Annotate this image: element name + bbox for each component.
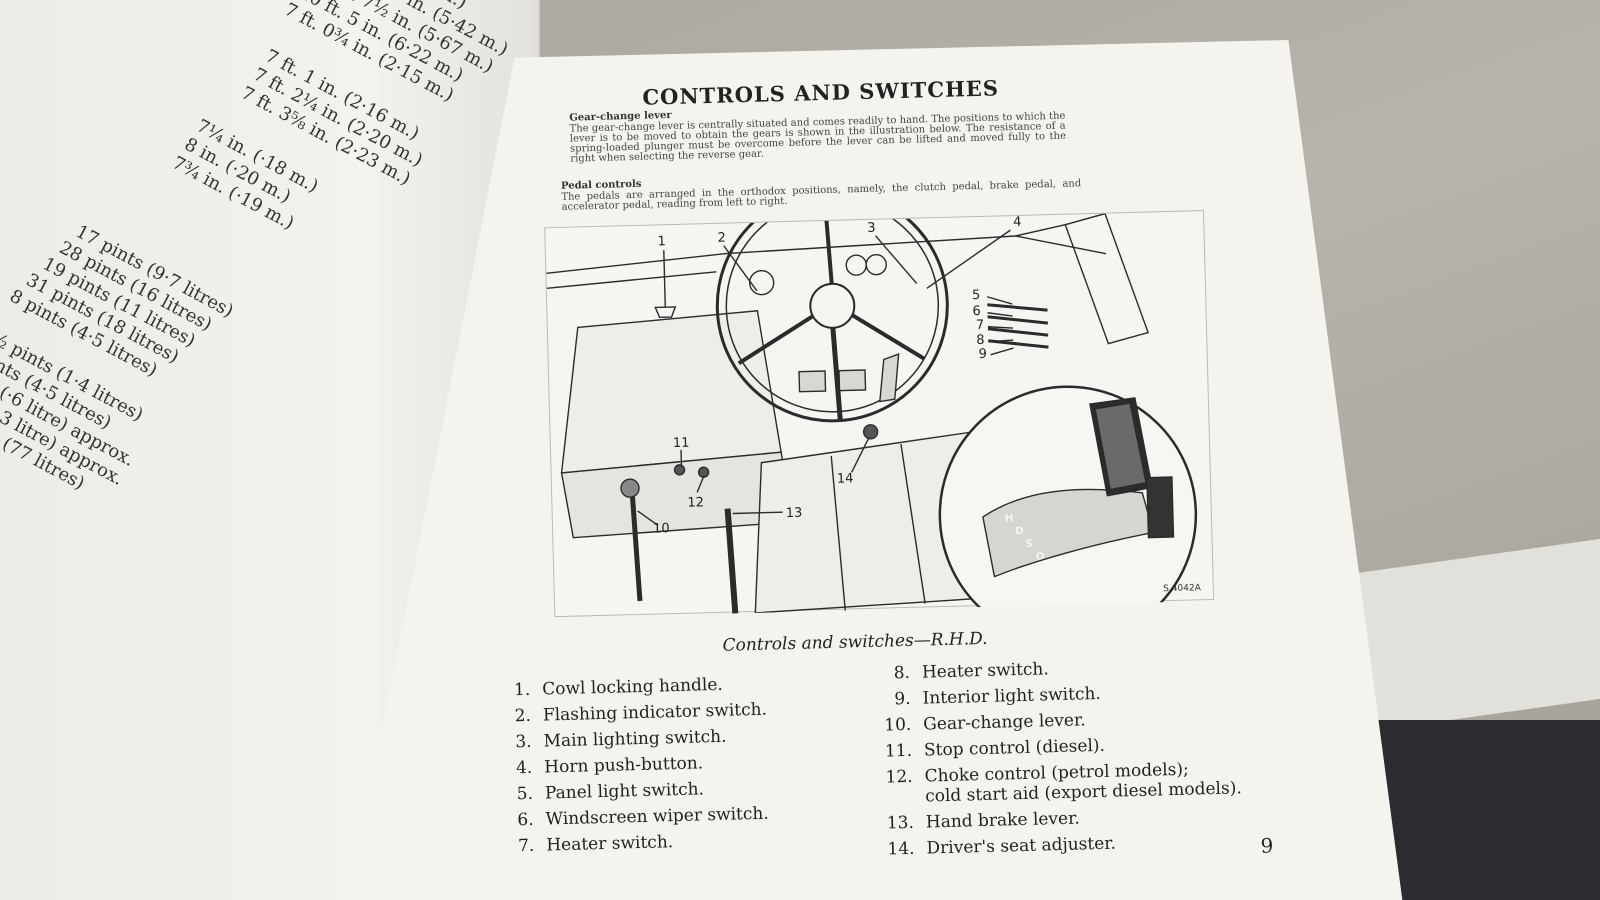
page-title: CONTROLS AND SWITCHES (642, 75, 1000, 110)
gear-letter-s: S (1025, 539, 1032, 550)
figure-label-6: 6 (972, 304, 981, 319)
figure-code: S 4042A (1163, 583, 1201, 595)
figure-label-10: 10 (653, 521, 670, 536)
figure-label-11: 11 (673, 436, 690, 451)
figure-label-2: 2 (717, 231, 726, 246)
figure-label-5: 5 (972, 288, 981, 303)
manual-page-content: CONTROLS AND SWITCHES Gear-change lever … (440, 50, 1274, 870)
figure-label-12: 12 (687, 495, 704, 510)
controls-illustration: 1 2 3 4 5 6 7 8 9 10 11 12 13 14 H D S O (544, 189, 1215, 644)
legend-right-column: 8.Heater switch. 9.Interior light switch… (876, 654, 1242, 865)
gear-letter-h: H (1005, 513, 1014, 524)
figure-label-9: 9 (978, 347, 987, 362)
figure-caption: Controls and switches—R.H.D. (722, 628, 988, 656)
left-page-text: nce 11 ft. (5·08 m.) 17 ft. 7½ in. (5·42… (0, 0, 512, 659)
figure-label-7: 7 (976, 318, 985, 333)
gear-letter-o: O (1036, 551, 1045, 562)
page-number: 9 (1260, 833, 1274, 858)
figure-label-3: 3 (867, 221, 876, 236)
controls-drawing: 1 2 3 4 5 6 7 8 9 10 11 12 13 14 H D S O (546, 189, 1198, 644)
legend-left-column: 1.Cowl locking handle. 2.Flashing indica… (496, 671, 861, 862)
figure-label-4: 4 (1013, 215, 1022, 230)
figure-label-8: 8 (976, 333, 985, 348)
figure-label-14: 14 (837, 471, 854, 486)
figure-label-1: 1 (657, 234, 666, 249)
gear-letter-d: D (1015, 526, 1024, 537)
figure-label-13: 13 (786, 506, 803, 521)
